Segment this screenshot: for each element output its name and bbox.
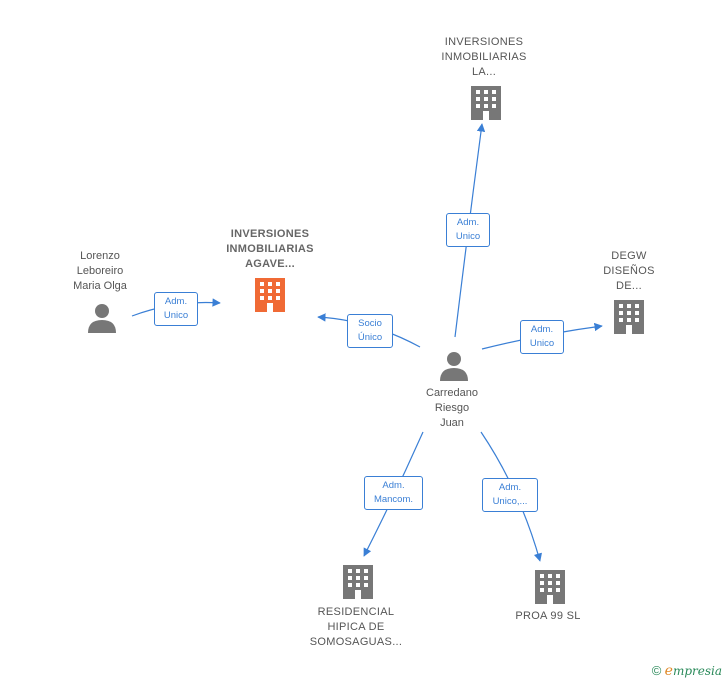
brand-initial: e bbox=[664, 663, 673, 679]
copyright-icon: © bbox=[651, 663, 662, 678]
brand-logo: © empresia bbox=[652, 663, 722, 679]
edge-label-carredano-proa: Adm. Unico,... bbox=[482, 478, 538, 512]
brand-name: mpresia bbox=[672, 664, 722, 678]
building-focus-icon[interactable] bbox=[255, 278, 285, 312]
node-label-proa[interactable]: PROA 99 SL bbox=[515, 610, 581, 622]
node-label-residencial[interactable]: RESIDENCIAL HIPICA DE SOMOSAGUAS... bbox=[309, 606, 403, 648]
person-icon[interactable] bbox=[88, 304, 116, 333]
node-label-lorenzo[interactable]: Lorenzo Leboreiro Maria Olga bbox=[73, 250, 127, 292]
building-icon[interactable] bbox=[535, 570, 565, 604]
person-icon[interactable] bbox=[440, 352, 468, 381]
building-icon[interactable] bbox=[343, 565, 373, 599]
edge-label-carredano-la: Adm. Unico bbox=[446, 213, 490, 247]
building-icon[interactable] bbox=[471, 86, 501, 120]
node-label-inversiones-agave[interactable]: INVERSIONES INMOBILIARIAS AGAVE... bbox=[226, 228, 314, 270]
edge-label-lorenzo-agave: Adm. Unico bbox=[154, 292, 198, 326]
node-label-inversiones-la[interactable]: INVERSIONES INMOBILIARIAS LA... bbox=[441, 36, 527, 78]
node-label-carredano[interactable]: Carredano Riesgo Juan bbox=[426, 387, 478, 429]
edge-label-carredano-degw: Adm. Unico bbox=[520, 320, 564, 354]
edge-label-carredano-residencial: Adm. Mancom. bbox=[364, 476, 423, 510]
node-label-degw[interactable]: DEGW DISEÑOS DE... bbox=[603, 250, 655, 292]
edge-label-carredano-agave: Socio Único bbox=[347, 314, 393, 348]
building-icon[interactable] bbox=[614, 300, 644, 334]
